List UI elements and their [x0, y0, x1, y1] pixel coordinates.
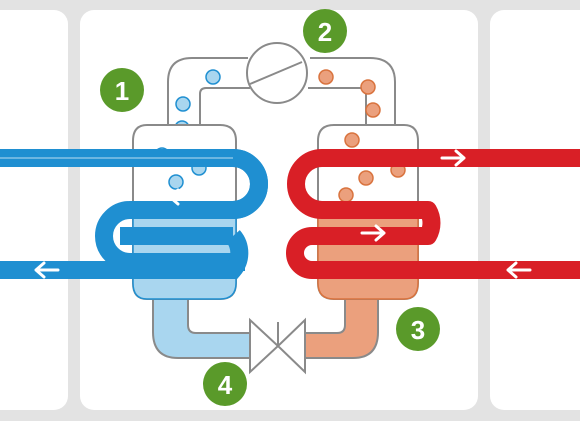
arrow-right-icon — [440, 149, 466, 167]
arrow-right-icon — [360, 224, 386, 242]
cold-water-pipe — [0, 149, 268, 271]
step-label-2: 2 — [318, 17, 332, 47]
left-panel — [0, 10, 68, 410]
arrow-left-icon — [168, 188, 195, 206]
step-badge-4: 4 — [203, 362, 247, 406]
hot-water-pipe — [286, 149, 580, 279]
cold-water-return — [0, 227, 249, 279]
step-label-3: 3 — [411, 315, 425, 345]
right-panel — [490, 10, 580, 410]
expansion-valve — [249, 317, 306, 375]
hot-gas-bubbles — [318, 69, 381, 118]
step-label-1: 1 — [115, 76, 129, 106]
arrow-left-icon — [506, 261, 532, 279]
compressor — [246, 42, 308, 104]
step-label-4: 4 — [218, 370, 233, 400]
step-badge-2: 2 — [303, 9, 347, 53]
step-badge-1: 1 — [100, 68, 144, 112]
arrow-left-icon — [34, 261, 60, 279]
step-badge-3: 3 — [396, 307, 440, 351]
